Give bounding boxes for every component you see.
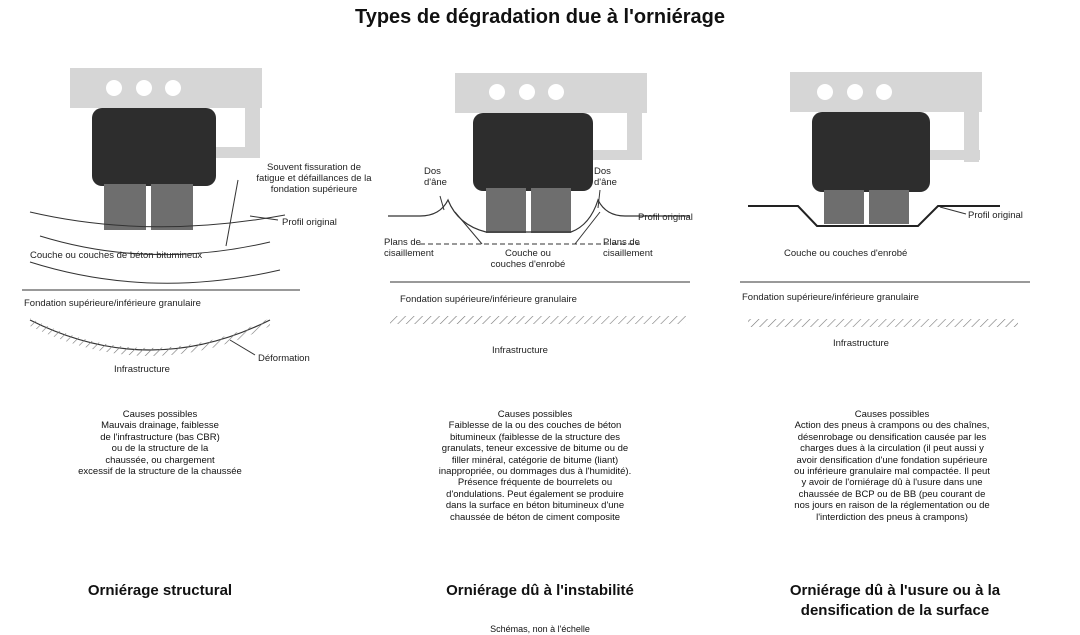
subgrade-label: Infrastructure xyxy=(833,338,889,349)
profile-leader xyxy=(939,206,967,215)
hump-right-leader xyxy=(597,189,601,209)
deformation-label: Déformation xyxy=(258,353,310,364)
wheel-assembly xyxy=(455,73,647,233)
layer-deformed-line xyxy=(39,235,271,256)
original-profile-label: Profil original xyxy=(638,212,693,223)
caption-structural: Orniérage structural xyxy=(87,582,233,599)
base-label: Fondation supérieure/inférieure granulai… xyxy=(24,298,201,309)
original-profile-line xyxy=(29,211,286,228)
panel-wear-diagram: Profil original Couche ou couches d'enro… xyxy=(740,72,1030,349)
deformation-leader xyxy=(229,339,256,356)
subgrade-hatch xyxy=(30,318,270,356)
surface-profile-line xyxy=(748,205,1000,227)
base-label: Fondation supérieure/inférieure granulai… xyxy=(400,294,577,305)
surface-profile-line xyxy=(388,198,690,233)
scale-footnote: Schémas, non à l'échelle xyxy=(490,624,590,634)
layer-label: Couche ou couches de béton bitumineux xyxy=(30,250,202,261)
wheel-assembly xyxy=(790,72,982,224)
subgrade-hatch xyxy=(748,319,1018,327)
base-label: Fondation supérieure/inférieure granulai… xyxy=(742,292,919,303)
causes-text-structural: Causes possibles Mauvais drainage, faibl… xyxy=(78,409,242,478)
caption-instability: Orniérage dû à l'instabilité xyxy=(446,582,634,599)
subgrade-hatch xyxy=(390,316,686,324)
causes-text-instability: Causes possibles Faiblesse de la ou des … xyxy=(438,409,632,523)
layer-bottom-line xyxy=(29,261,281,284)
subgrade-label: Infrastructure xyxy=(114,364,170,375)
caption-wear: Orniérage dû à l'usure ou à la densifica… xyxy=(789,582,1001,619)
profile-leader xyxy=(249,215,279,221)
shear-left-line xyxy=(454,211,483,245)
hump-left-leader xyxy=(439,195,445,211)
original-profile-label: Profil original xyxy=(968,210,1023,221)
crack-leader xyxy=(225,179,239,247)
causes-text-wear: Causes possibles Action des pneus à cram… xyxy=(794,409,990,523)
subgrade-label: Infrastructure xyxy=(492,345,548,356)
shear-right-line xyxy=(574,211,601,245)
original-profile-label: Profil original xyxy=(282,217,337,228)
page-title: Types de dégradation due à l'orniérage xyxy=(354,6,726,28)
wheel-assembly xyxy=(70,68,262,230)
layer-label: Couche ou couches d'enrobé xyxy=(784,248,907,259)
